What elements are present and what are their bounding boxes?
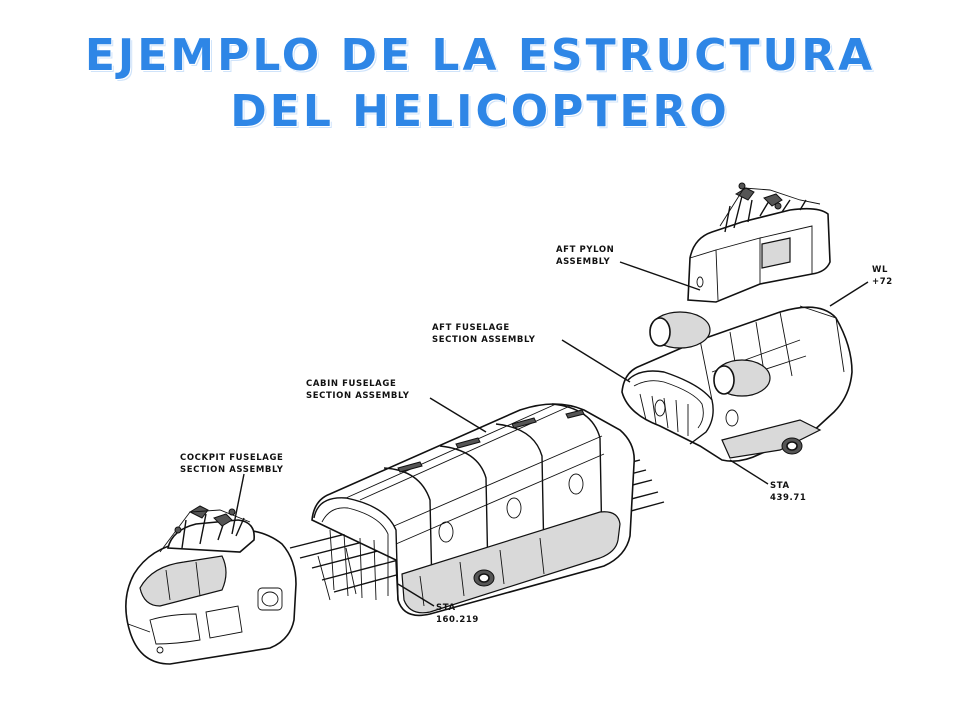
label-sta-aft: STA 439.71 xyxy=(729,459,806,503)
label-aft-fuselage-line-1: AFT FUSELAGE xyxy=(432,323,510,333)
leader-cockpit-fuselage xyxy=(231,473,245,535)
aft-pylon-assembly xyxy=(687,182,831,303)
label-aft-pylon-line-2: ASSEMBLY xyxy=(556,257,610,267)
leader-cabin-fuselage xyxy=(429,397,487,433)
cabin-fuselage-section xyxy=(289,403,665,617)
slide-title-line-2: del helicoptero xyxy=(230,86,730,137)
label-cockpit-fuselage-line-2: SECTION ASSEMBLY xyxy=(180,465,284,475)
leader-aft-fuselage xyxy=(561,339,631,383)
label-cabin-fuselage-line-1: CABIN FUSELAGE xyxy=(306,379,396,389)
aft-fuselage-section xyxy=(621,305,853,462)
label-sta-aft-line-2: 439.71 xyxy=(770,493,806,503)
label-cockpit-fuselage-line-1: COCKPIT FUSELAGE xyxy=(180,453,283,463)
slide-title: Ejemplo de la estructura del helicoptero xyxy=(0,28,960,140)
label-wl-line-1: WL xyxy=(872,265,888,275)
label-aft-fuselage: AFT FUSELAGE SECTION ASSEMBLY xyxy=(432,323,631,383)
cockpit-fuselage-section xyxy=(125,505,297,665)
label-sta-aft-line-1: STA xyxy=(770,481,790,491)
label-aft-pylon: AFT PYLON ASSEMBLY xyxy=(556,245,701,291)
label-sta-cabin-line-2: 160.219 xyxy=(436,615,479,625)
leader-wl xyxy=(829,281,869,307)
label-aft-fuselage-line-2: SECTION ASSEMBLY xyxy=(432,335,536,345)
label-cabin-fuselage-line-2: SECTION ASSEMBLY xyxy=(306,391,410,401)
label-wl-line-2: +72 xyxy=(872,277,893,287)
leader-sta-aft xyxy=(729,459,769,485)
leader-aft-pylon xyxy=(619,261,701,291)
label-aft-pylon-line-1: AFT PYLON xyxy=(556,245,614,255)
label-cabin-fuselage: CABIN FUSELAGE SECTION ASSEMBLY xyxy=(306,379,487,433)
label-sta-cabin: STA 160.219 xyxy=(397,583,479,625)
label-wl: WL +72 xyxy=(829,265,893,307)
slide-title-line-1: Ejemplo de la estructura xyxy=(84,30,876,81)
label-cockpit-fuselage: COCKPIT FUSELAGE SECTION ASSEMBLY xyxy=(180,453,284,535)
leader-sta-cabin xyxy=(397,583,435,607)
label-sta-cabin-line-1: STA xyxy=(436,603,456,613)
